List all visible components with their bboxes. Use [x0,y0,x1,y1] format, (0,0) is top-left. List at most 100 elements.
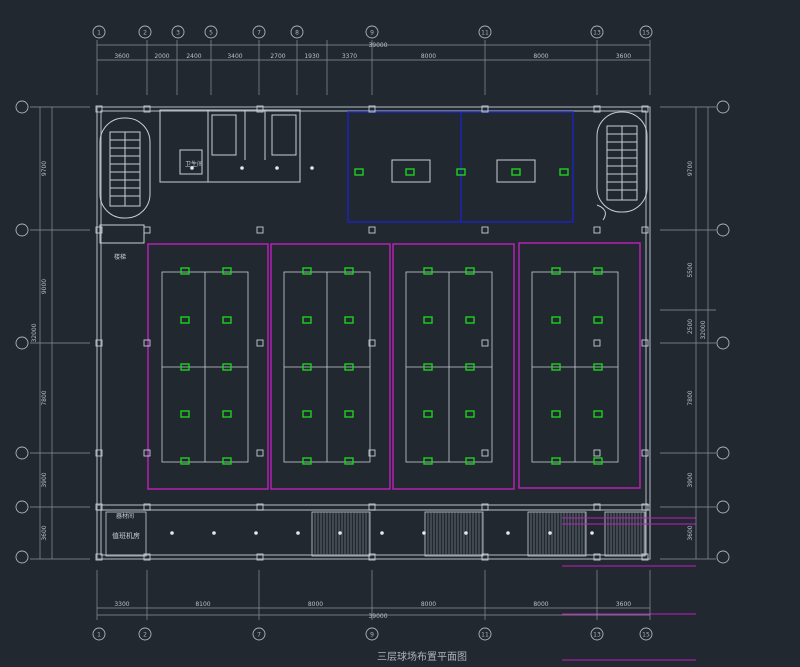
column [143,503,151,511]
column [593,503,601,511]
column [368,449,376,457]
axis-bubble-top-label: 9 [370,30,374,37]
axis-bubble-left [15,100,29,114]
court-light [344,316,354,324]
dim-right-total: 32000 [700,320,707,339]
axis-bubble-left [15,336,29,350]
column [95,226,103,234]
court-light [222,410,232,418]
court-light [180,457,190,465]
axis-bubble-right [716,336,730,350]
court-boundaries [147,242,641,490]
column [143,226,151,234]
axis-bubble-bottom-label: 15 [642,632,650,639]
axis-bubble-top-label: 13 [593,30,601,37]
column [481,449,489,457]
axis-bubble-bottom-label: 7 [257,632,261,639]
dim-top-total: 39000 [368,42,387,49]
court-light [593,457,603,465]
court-light [465,316,475,324]
column [481,226,489,234]
court-lines [161,271,619,463]
court-light [423,316,433,324]
axis-bubble-top [639,25,653,39]
room-label-duty: 值班机房 [112,531,140,540]
drawing-title: 三层球场布置平面图 [377,650,467,663]
column [143,553,151,561]
column [641,105,649,113]
axis-bubble-top [590,25,604,39]
axis-bubble-left [15,446,29,460]
dim-top-segment: 8000 [421,53,436,60]
column [368,226,376,234]
dim-right-segment: 2500 [687,319,694,334]
court-light [222,457,232,465]
court-light [593,316,603,324]
column [593,339,601,347]
axis-bubble-bottom [252,627,266,641]
axis-bubble-top-label: 8 [295,30,299,37]
axis-bubble-top [252,25,266,39]
dim-bottom-segment: 3600 [616,601,631,608]
corridor-light [464,531,468,535]
light-fixtures [170,166,603,535]
court-light [344,457,354,465]
column [641,503,649,511]
washroom-block [159,109,301,183]
axis-bubble-bottom [138,627,152,641]
column [95,553,103,561]
column [95,105,103,113]
corridor-light [212,531,216,535]
axis-bubble-right [716,100,730,114]
column [95,339,103,347]
dim-top-segment: 2000 [154,53,169,60]
dim-right-segment: 3600 [687,525,694,540]
column [368,553,376,561]
court-light [180,316,190,324]
court-light [511,168,521,176]
axis-bubble-top-label: 7 [257,30,261,37]
column [143,449,151,457]
room-label-washroom: 卫生间 [185,160,203,168]
column [143,339,151,347]
axis-bubble-bottom-label: 11 [481,632,489,639]
court-light [593,363,603,371]
court-light [593,410,603,418]
corridor-light [190,166,194,170]
court-light [302,363,312,371]
court-light [344,410,354,418]
column [593,449,601,457]
column [593,226,601,234]
column [368,105,376,113]
corridor-light [506,531,510,535]
column [641,226,649,234]
column [256,105,264,113]
axis-bubble-top-label: 15 [642,30,650,37]
axis-bubble-bottom [92,627,106,641]
dim-right-segment: 9700 [687,161,694,176]
court-light [551,316,561,324]
column [481,339,489,347]
court-light [423,457,433,465]
court-light [593,267,603,275]
annotation-leaders [562,517,696,661]
corridor-light [590,531,594,535]
corridor-light [170,531,174,535]
column [95,449,103,457]
column [256,226,264,234]
corridor-light [240,166,244,170]
court-light [302,267,312,275]
axis-bubble-left [15,223,29,237]
axis-bubble-top-label: 11 [481,30,489,37]
stair-right [596,111,648,221]
dim-bottom-segment: 8000 [533,601,548,608]
court-light [551,363,561,371]
dim-top-segment: 2700 [270,53,285,60]
axis-bubble-top [204,25,218,39]
dim-top-segment: 2400 [186,53,201,60]
axis-bubble-top-label: 2 [143,30,147,37]
axis-bubble-top-label: 1 [97,30,101,37]
court-light [302,410,312,418]
